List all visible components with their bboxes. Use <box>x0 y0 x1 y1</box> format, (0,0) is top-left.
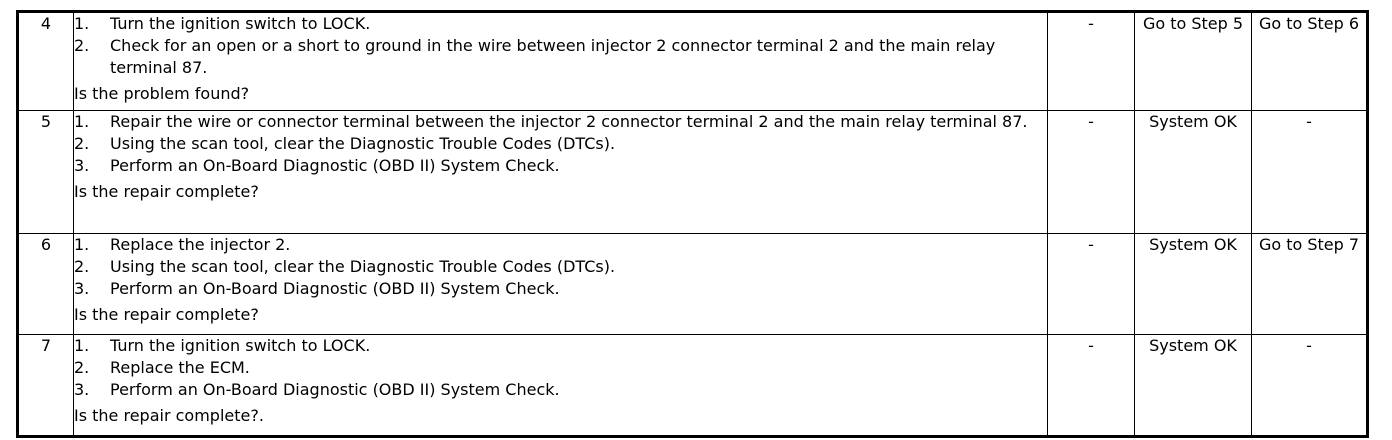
step-number: 5 <box>17 110 74 234</box>
action-text: Turn the ignition switch to LOCK. <box>110 14 371 33</box>
diagnostic-steps-table: 4 1.Turn the ignition switch to LOCK. 2.… <box>16 10 1369 438</box>
step-question: Is the repair complete? <box>74 182 259 201</box>
step-action: 1.Replace the injector 2. 2.Using the sc… <box>73 233 1048 335</box>
step-number: 4 <box>17 11 74 111</box>
step-no-result: - <box>1251 334 1368 437</box>
step-value: - <box>1047 11 1135 111</box>
step-no-result: - <box>1251 110 1368 234</box>
action-item: 2.Using the scan tool, clear the Diagnos… <box>74 134 616 153</box>
action-text: Replace the injector 2. <box>110 235 291 254</box>
action-item: 2.Replace the ECM. <box>74 358 250 377</box>
action-text: Replace the ECM. <box>110 358 250 377</box>
table-row: 6 1.Replace the injector 2. 2.Using the … <box>17 233 1368 335</box>
action-text: Using the scan tool, clear the Diagnosti… <box>110 134 616 153</box>
step-yes-result: System OK <box>1134 334 1252 437</box>
step-action: 1.Turn the ignition switch to LOCK. 2.Ch… <box>73 11 1048 111</box>
table-row: 5 1.Repair the wire or connector termina… <box>17 110 1368 234</box>
action-text: Check for an open or a short to ground i… <box>110 36 996 77</box>
action-text: Repair the wire or connector terminal be… <box>110 112 1028 131</box>
action-text: Perform an On-Board Diagnostic (OBD II) … <box>110 156 560 175</box>
steps-body: 4 1.Turn the ignition switch to LOCK. 2.… <box>17 11 1368 437</box>
action-text: Turn the ignition switch to LOCK. <box>110 336 371 355</box>
action-item: 2.Using the scan tool, clear the Diagnos… <box>74 257 616 276</box>
step-question: Is the problem found? <box>74 84 250 103</box>
action-text: Perform an On-Board Diagnostic (OBD II) … <box>110 279 560 298</box>
step-action: 1.Repair the wire or connector terminal … <box>73 110 1048 234</box>
step-value: - <box>1047 233 1135 335</box>
step-value: - <box>1047 334 1135 437</box>
step-number: 7 <box>17 334 74 437</box>
action-item: 3.Perform an On-Board Diagnostic (OBD II… <box>74 380 560 399</box>
action-text: Perform an On-Board Diagnostic (OBD II) … <box>110 380 560 399</box>
step-no-result: Go to Step 7 <box>1251 233 1368 335</box>
step-question: Is the repair complete?. <box>74 406 264 425</box>
action-item: 3.Perform an On-Board Diagnostic (OBD II… <box>74 156 560 175</box>
step-yes-result: System OK <box>1134 110 1252 234</box>
action-item: 1.Replace the injector 2. <box>74 235 291 254</box>
step-action: 1.Turn the ignition switch to LOCK. 2.Re… <box>73 334 1048 437</box>
step-number: 6 <box>17 233 74 335</box>
action-item: 2.Check for an open or a short to ground… <box>74 36 996 77</box>
table-row: 4 1.Turn the ignition switch to LOCK. 2.… <box>17 11 1368 111</box>
step-yes-result: System OK <box>1134 233 1252 335</box>
action-item: 1.Repair the wire or connector terminal … <box>74 112 1028 131</box>
step-no-result: Go to Step 6 <box>1251 11 1368 111</box>
action-text: Using the scan tool, clear the Diagnosti… <box>110 257 616 276</box>
table-row: 7 1.Turn the ignition switch to LOCK. 2.… <box>17 334 1368 437</box>
action-item: 1.Turn the ignition switch to LOCK. <box>74 14 371 33</box>
action-item: 1.Turn the ignition switch to LOCK. <box>74 336 371 355</box>
step-value: - <box>1047 110 1135 234</box>
action-item: 3.Perform an On-Board Diagnostic (OBD II… <box>74 279 560 298</box>
step-question: Is the repair complete? <box>74 305 259 324</box>
step-yes-result: Go to Step 5 <box>1134 11 1252 111</box>
